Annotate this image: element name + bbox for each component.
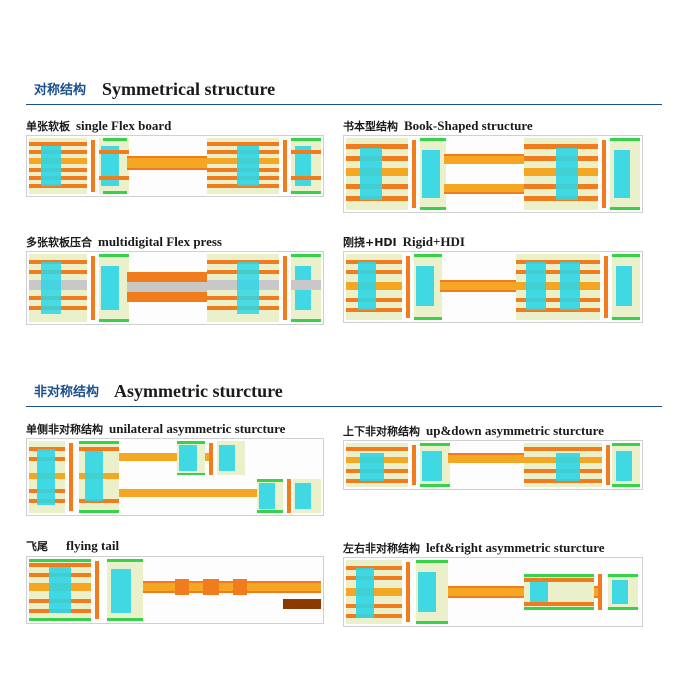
panel-title-unilateral: 单侧非对称结构 unilateral asymmetric sturcture [26, 421, 285, 437]
diagram-flying-tail [26, 556, 324, 624]
panel-en: flying tail [66, 538, 120, 553]
panel-cn: 单侧非对称结构 [26, 423, 103, 436]
panel-en: single Flex board [76, 118, 172, 133]
stackup-single-flex [29, 138, 321, 194]
panel-title-rigid-hdi: 刚挠+HDI Rigid+HDI [343, 234, 465, 250]
panel-en: Book-Shaped structure [404, 118, 533, 133]
section-cn-title: 非对称结构 [34, 385, 100, 400]
panel-cn: 飞尾 [26, 540, 48, 553]
diagram-left-right [343, 557, 643, 627]
rigid-block-left [29, 138, 95, 194]
section-asymmetric: 非对称结构 Asymmetric sturcture [26, 380, 662, 407]
panel-title-multidigital: 多张软板压合 multidigital Flex press [26, 234, 222, 250]
panel-title-book-shaped: 书本型结构 Book-Shaped structure [343, 118, 533, 134]
stackup-book-shaped [346, 138, 640, 210]
diagram-multidigital [26, 251, 324, 325]
panel-en: left&right asymmetric sturcture [426, 540, 605, 555]
section-en-title: Symmetrical structure [102, 79, 276, 99]
panel-cn: 左右非对称结构 [343, 542, 420, 555]
panel-title-left-right: 左右非对称结构 left&right asymmetric sturcture [343, 540, 605, 556]
section-en-title: Asymmetric sturcture [114, 381, 283, 401]
panel-en: multidigital Flex press [98, 234, 222, 249]
panel-en: Rigid+HDI [402, 234, 465, 249]
stackup-up-down [346, 443, 640, 487]
panel-cn: 刚挠+HDI [343, 236, 397, 249]
panel-title-flying-tail: 飞尾 flying tail [26, 538, 119, 554]
panel-cn: 单张软板 [26, 120, 70, 133]
panel-en: unilateral asymmetric sturcture [109, 421, 286, 436]
stackup-unilateral [29, 441, 321, 513]
panel-en: up&down asymmetric sturcture [426, 423, 604, 438]
section-cn-title: 对称结构 [34, 83, 87, 98]
stackup-multidigital [29, 254, 321, 322]
flex-core [127, 158, 227, 168]
panel-title-up-down: 上下非对称结构 up&down asymmetric sturcture [343, 423, 604, 439]
diagram-single-flex [26, 135, 324, 197]
panel-cn: 多张软板压合 [26, 236, 92, 249]
section-symmetrical: 对称结构 Symmetrical structure [26, 78, 662, 105]
rigid-block-right [207, 138, 321, 194]
stackup-flying-tail [29, 559, 321, 621]
diagram-book-shaped [343, 135, 643, 213]
rigid-block-inner-left [99, 138, 129, 194]
panel-cn: 上下非对称结构 [343, 425, 420, 438]
diagram-up-down [343, 440, 643, 490]
panel-title-single-flex: 单张软板 single Flex board [26, 118, 171, 134]
diagram-unilateral [26, 438, 324, 516]
stackup-left-right [346, 560, 638, 624]
diagram-rigid-hdi [343, 251, 643, 323]
panel-cn: 书本型结构 [343, 120, 398, 133]
stackup-rigid-hdi [346, 254, 640, 320]
